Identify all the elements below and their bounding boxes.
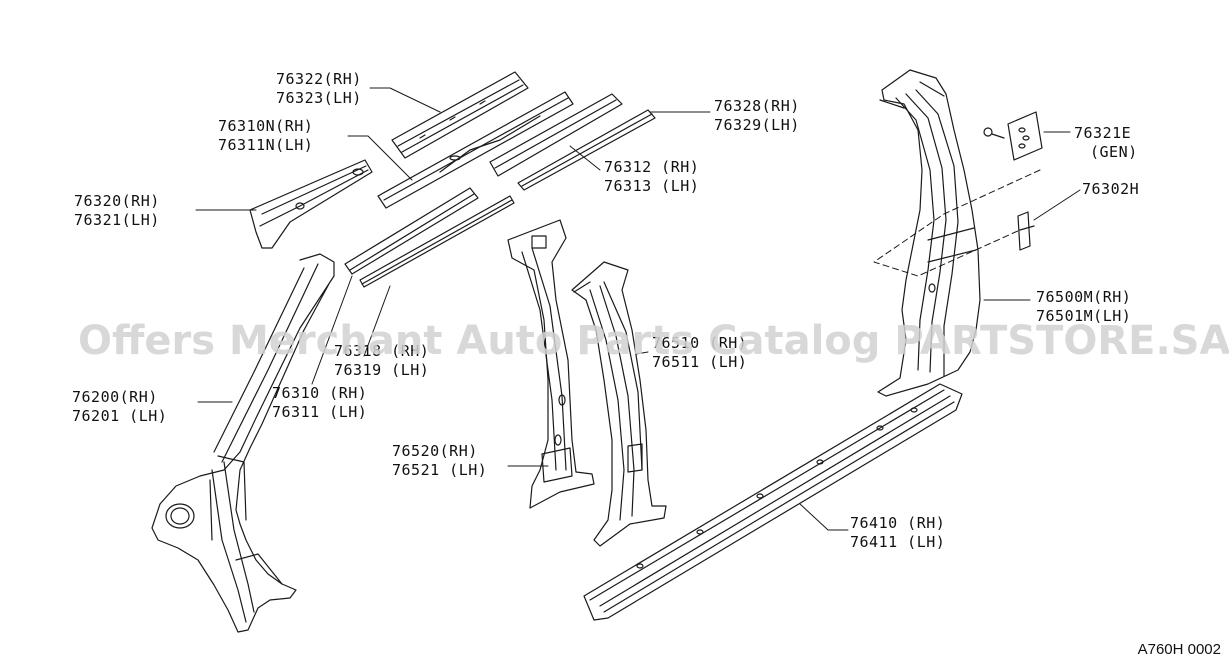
part-76320-bracket[interactable]: [250, 160, 372, 248]
part-76302H-bracket[interactable]: [1018, 212, 1034, 250]
part-76410-sill[interactable]: [584, 384, 962, 620]
part-76500M-rear-side[interactable]: [878, 70, 980, 396]
part-76200-front-pillar[interactable]: [152, 254, 334, 632]
callout-76510: 76510 (RH) 76511 (LH): [652, 334, 748, 371]
callout-76302H: 76302H: [1082, 180, 1140, 198]
part-76520-center-pillar[interactable]: [508, 220, 594, 508]
callout-76318: 76318 (RH) 76319 (LH): [334, 342, 430, 379]
callout-76500M: 76500M(RH) 76501M(LH): [1036, 288, 1132, 325]
watermark-text: Offers Merchant Auto Parts Catalog PARTS…: [78, 318, 1229, 364]
callout-76520: 76520(RH) 76521 (LH): [392, 442, 488, 479]
callout-76310: 76310 (RH) 76311 (LH): [272, 384, 368, 421]
callout-76410: 76410 (RH) 76411 (LH): [850, 514, 946, 551]
part-76310N-rail[interactable]: [378, 92, 573, 208]
alignment-lines: [874, 170, 1040, 276]
part-76322-roof-rail[interactable]: [392, 72, 528, 158]
part-76510-center-pillar[interactable]: [572, 262, 666, 546]
part-76321E-plate[interactable]: [984, 112, 1042, 160]
callout-76200: 76200(RH) 76201 (LH): [72, 388, 168, 425]
callout-76320: 76320(RH) 76321(LH): [74, 192, 160, 229]
callout-76328: 76328(RH) 76329(LH): [714, 97, 800, 134]
callout-76322: 76322(RH) 76323(LH): [276, 70, 362, 107]
callout-76321E: 76321E (GEN): [1074, 124, 1138, 161]
callout-76310N: 76310N(RH) 76311N(LH): [218, 117, 314, 154]
part-76318-rail[interactable]: [345, 188, 514, 287]
callout-76312: 76312 (RH) 76313 (LH): [604, 158, 700, 195]
leader-lines: [196, 88, 1080, 530]
part-76328-rail[interactable]: [490, 94, 655, 190]
diagram-reference-code: A760H 0002: [1137, 641, 1221, 658]
